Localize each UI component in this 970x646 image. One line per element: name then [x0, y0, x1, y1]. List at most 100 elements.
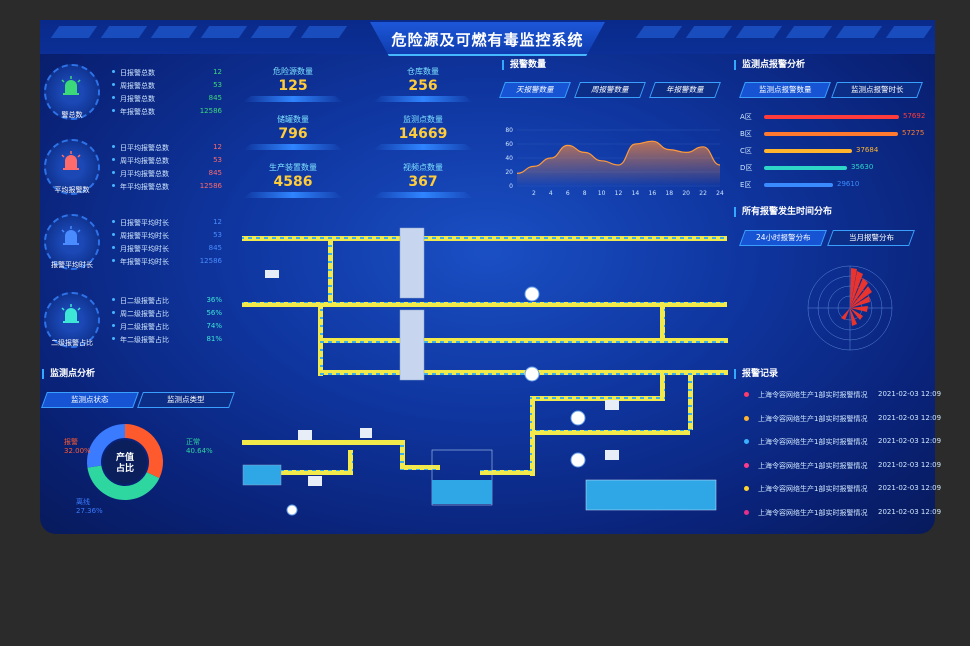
tab-24h-dist[interactable]: 24小时报警分布 — [739, 230, 827, 246]
y-tick-label: 20 — [505, 169, 513, 176]
stat-underline — [243, 144, 343, 150]
donut-legend-label: 报警 — [64, 437, 78, 446]
donut-slice — [125, 424, 163, 479]
metric-label: 日平均报警总数 — [120, 144, 169, 152]
donut-legend-label: 离线 — [76, 497, 90, 506]
metric-label: 月报警总数 — [120, 95, 155, 103]
status-dot — [744, 462, 749, 468]
metric-circle: 二级报警占比 — [44, 292, 100, 348]
y-tick-label: 60 — [505, 141, 513, 148]
record-text: 上海令容网络生产1部实时报警情况 — [758, 414, 868, 423]
bullet-dot — [112, 158, 115, 161]
tab-alarm-count[interactable]: 监测点报警数量 — [739, 82, 831, 98]
tab-monitor-status[interactable]: 监测点状态 — [41, 392, 139, 408]
stat-label: 储罐数量 — [277, 115, 309, 124]
metric-label: 年二级报警占比 — [120, 336, 169, 344]
stat-value: 4586 — [273, 174, 313, 190]
donut-center-label: 产值 — [116, 451, 134, 463]
monitor-section-title: 监测点分析 — [42, 369, 95, 379]
area-line — [516, 140, 721, 174]
x-tick-label: 2 — [532, 190, 536, 197]
bullet-dot — [112, 259, 115, 262]
bar-label: A区 — [740, 113, 752, 121]
bar-value: 35630 — [851, 163, 874, 171]
alarm-bell-red-icon — [61, 151, 81, 170]
metric-label: 周二级报警占比 — [120, 310, 169, 318]
time-dist-title: 所有报警发生时间分布 — [734, 207, 832, 217]
bar-label: C区 — [740, 147, 752, 155]
record-time: 2021-02-03 12:09 — [878, 390, 942, 398]
metric-label: 月报警平均时长 — [120, 245, 169, 253]
record-text: 上海令容网络生产1部实时报警情况 — [758, 438, 868, 446]
metric-label: 周报警总数 — [120, 82, 155, 90]
metric-label: 日二级报警占比 — [120, 297, 169, 305]
tab-day-alarm[interactable]: 天报警数量 — [499, 82, 571, 98]
metric-circle: 警总数 — [44, 64, 100, 120]
bullet-dot — [112, 83, 115, 86]
bar-label: D区 — [740, 164, 753, 172]
metric-value: 36% — [206, 296, 222, 304]
stat-label: 监测点数量 — [403, 115, 443, 124]
x-tick-label: 4 — [549, 190, 553, 197]
record-time: 2021-02-03 12:09 — [878, 460, 942, 469]
stat-label: 生产装置数量 — [269, 163, 317, 172]
tab-monitor-type[interactable]: 监测点类型 — [137, 392, 235, 408]
bar-fill — [764, 183, 833, 187]
bullet-dot — [112, 145, 115, 148]
tab-alarm-duration[interactable]: 监测点报警时长 — [831, 82, 923, 98]
record-text: 上海令容网络生产1部实时报警情况 — [758, 461, 868, 470]
metric-value: 12 — [213, 68, 222, 76]
metric-value: 845 — [208, 244, 222, 252]
metric-value: 81% — [206, 335, 222, 343]
tab-month-dist[interactable]: 当月报警分布 — [827, 230, 915, 246]
tab-year-alarm[interactable]: 年报警数量 — [649, 82, 721, 98]
bullet-dot — [112, 184, 115, 187]
donut-center — [103, 440, 147, 484]
bar-label: E区 — [740, 181, 752, 189]
metric-label: 年报警平均时长 — [120, 258, 169, 266]
stat-label: 仓库数量 — [407, 67, 439, 76]
x-tick-label: 8 — [583, 190, 587, 197]
stat-value: 796 — [278, 126, 308, 142]
stat-underline — [373, 144, 473, 150]
metric-group-label: 报警平均时长 — [51, 261, 93, 269]
metric-value: 74% — [206, 322, 222, 330]
stat-value: 367 — [408, 174, 438, 190]
donut-legend-pct: 32.00% — [64, 447, 91, 455]
record-text: 上海令容网络生产1部实时报警情况 — [758, 391, 868, 399]
donut-slice — [87, 465, 160, 500]
stat-label: 危险源数量 — [273, 67, 313, 76]
donut-legend-label: 正常 — [186, 437, 200, 446]
stat-value: 256 — [408, 78, 438, 94]
metric-value: 53 — [213, 81, 222, 89]
monitor-alarm-title: 监测点报警分析 — [734, 60, 805, 70]
alarm-bell-blue-icon — [61, 226, 81, 245]
donut-slice — [86, 424, 125, 468]
metric-circle: 平均报警数 — [44, 139, 100, 195]
status-dot — [744, 486, 749, 491]
metric-value: 845 — [208, 94, 222, 102]
metric-value: 12 — [213, 143, 222, 151]
bar-label: B区 — [740, 130, 752, 138]
metric-label: 周报警平均时长 — [120, 232, 169, 240]
status-dot — [744, 439, 749, 444]
metric-value: 12586 — [199, 257, 222, 265]
stat-value: 14669 — [398, 126, 448, 142]
stat-underline — [243, 96, 343, 102]
record-text: 上海令容网络生产1部实时报警情况 — [758, 508, 868, 517]
x-tick-label: 20 — [682, 190, 690, 197]
tab-week-alarm[interactable]: 周报警数量 — [574, 82, 646, 98]
metric-label: 日报警总数 — [120, 69, 155, 77]
bullet-dot — [112, 109, 115, 112]
metric-label: 年平均报警总数 — [120, 183, 169, 191]
stat-underline — [373, 192, 473, 198]
status-dot — [744, 509, 749, 515]
bullet-dot — [112, 324, 115, 327]
metric-value: 845 — [208, 169, 222, 177]
x-tick-label: 18 — [665, 190, 673, 197]
stat-value: 125 — [278, 78, 308, 94]
donut-legend-pct: 40.64% — [186, 447, 213, 455]
